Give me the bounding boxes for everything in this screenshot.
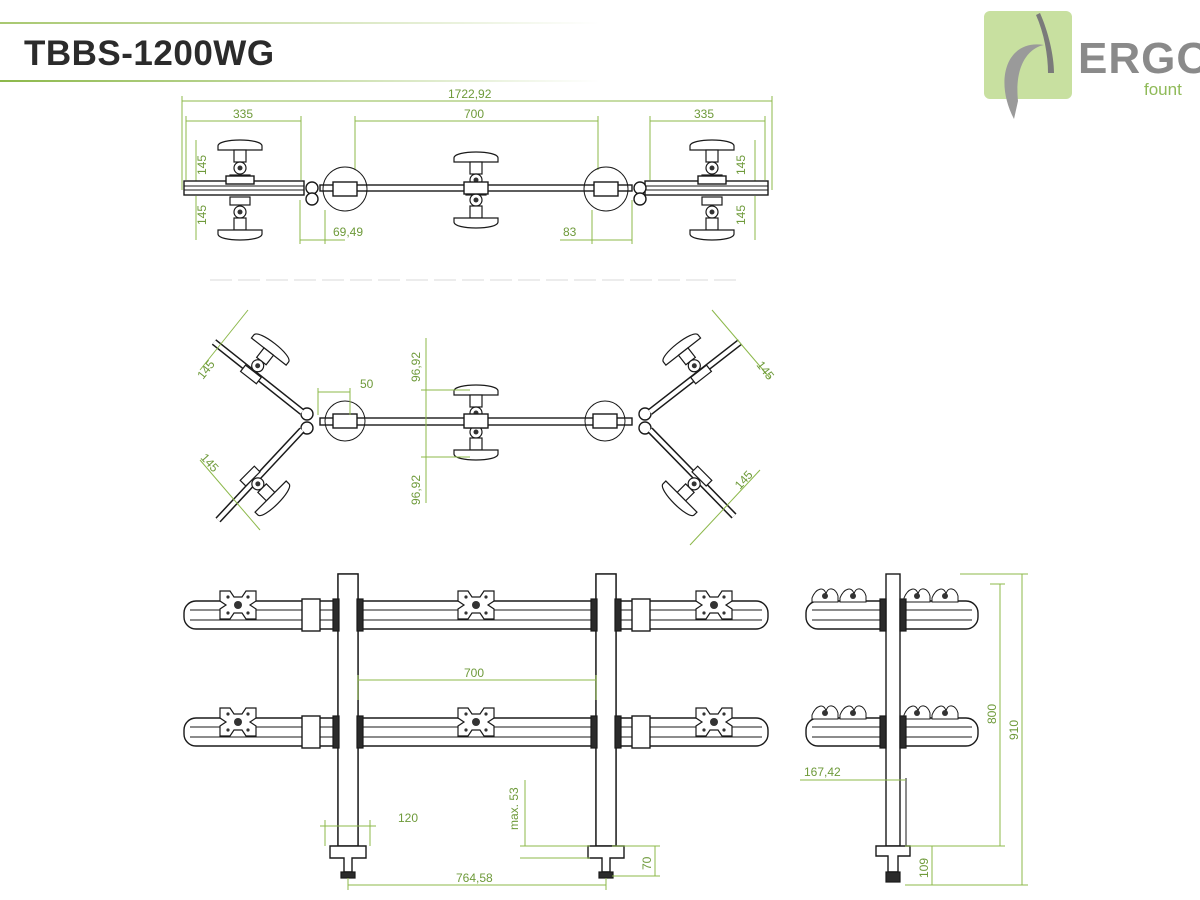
dim-angled-center-upper: 96,92 xyxy=(409,352,423,382)
dim-center-span: 700 xyxy=(464,107,484,121)
side-view: 167,42 800 910 109 xyxy=(800,573,1028,886)
header-rule-bottom xyxy=(0,80,600,82)
dim-arm-upper-left: 145 xyxy=(195,155,209,175)
dim-right-span: 335 xyxy=(694,107,714,121)
dim-overall-width: 1722,92 xyxy=(448,87,492,101)
dim-angled-arm-lower-left: 145 xyxy=(198,451,222,475)
logo-subtitle: fount xyxy=(1144,80,1182,99)
dim-clamp-width: 120 xyxy=(398,811,418,825)
dim-angled-offset: 50 xyxy=(360,377,374,391)
dim-height-910: 910 xyxy=(1007,720,1021,740)
dim-height-109: 109 xyxy=(917,858,931,878)
top-view: 1722,92 335 700 335 145 145 145 145 69,4… xyxy=(181,87,773,244)
front-view: 700 120 max. 53 70 764,58 xyxy=(183,573,769,890)
angled-view: 145 145 145 145 50 96,92 96,92 xyxy=(194,309,778,546)
dim-angled-center-lower: 96,92 xyxy=(409,475,423,505)
dim-clamp-height: 70 xyxy=(640,856,654,870)
dim-arm-lower-left: 145 xyxy=(195,205,209,225)
page-title: TBBS-1200WG xyxy=(24,34,275,73)
dim-base-spacing: 764,58 xyxy=(456,871,493,885)
dim-desk-thickness: max. 53 xyxy=(507,787,521,830)
logo-swoosh-icon xyxy=(1004,13,1054,119)
dim-side-depth: 167,42 xyxy=(804,765,841,779)
logo-mark xyxy=(984,11,1072,119)
dim-clamp-offset: 83 xyxy=(563,225,577,239)
dim-height-800: 800 xyxy=(985,704,999,724)
dim-arm-lower-right: 145 xyxy=(734,205,748,225)
dim-angled-arm-upper-right: 145 xyxy=(754,358,778,383)
ergofount-logo: ERGO fount xyxy=(984,8,1200,119)
logo-wordmark: ERGO xyxy=(1078,34,1200,83)
dim-angled-arm-upper-left: 145 xyxy=(194,357,218,382)
dim-left-span: 335 xyxy=(233,107,253,121)
header-rule-top xyxy=(0,22,600,24)
dim-angled-arm-lower-right: 145 xyxy=(732,468,756,492)
dim-pole-spacing: 700 xyxy=(464,666,484,680)
dim-joint-offset: 69,49 xyxy=(333,225,363,239)
dim-arm-upper-right: 145 xyxy=(734,155,748,175)
